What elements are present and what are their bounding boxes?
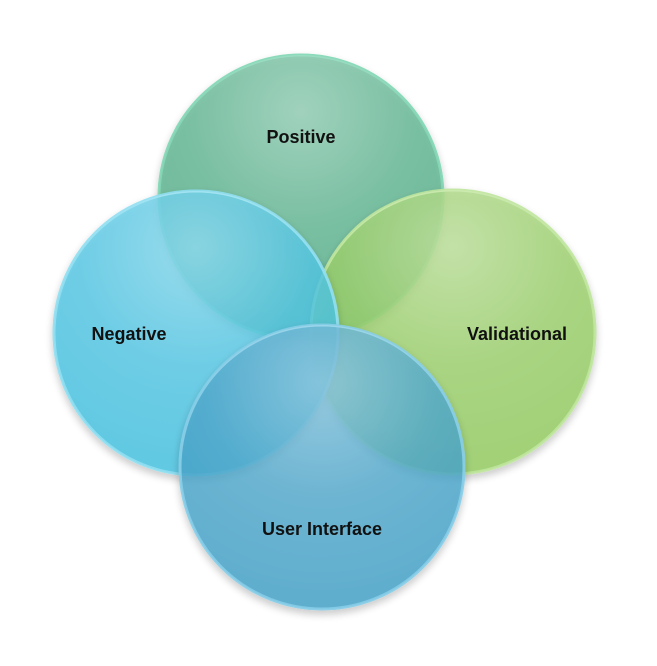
circle-negative-label: Negative [91,324,166,344]
circle-user-interface-label: User Interface [262,519,382,539]
circle-user-interface: User Interface [178,323,466,611]
circle-user-interface-shine [180,325,464,609]
circle-validational: Validational [309,188,597,476]
circle-validational-label: Validational [467,324,567,344]
circle-positive-label: Positive [266,127,335,147]
